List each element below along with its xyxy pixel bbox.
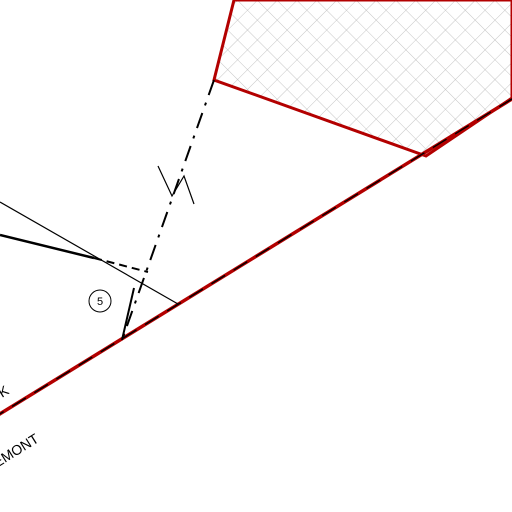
lot-number-marker[interactable]: 5 bbox=[88, 289, 112, 313]
break-symbol bbox=[157, 165, 195, 205]
lot-line-dashed-connector bbox=[93, 257, 149, 273]
lot-line-thin bbox=[0, 201, 179, 305]
lot-line-solid-segment bbox=[121, 287, 135, 341]
easement-line bbox=[121, 79, 215, 341]
lot-number-label: 5 bbox=[97, 296, 103, 308]
street-boundary-line bbox=[0, 96, 512, 416]
lot-line-thick bbox=[0, 233, 95, 260]
lot-number-circle bbox=[88, 289, 112, 313]
